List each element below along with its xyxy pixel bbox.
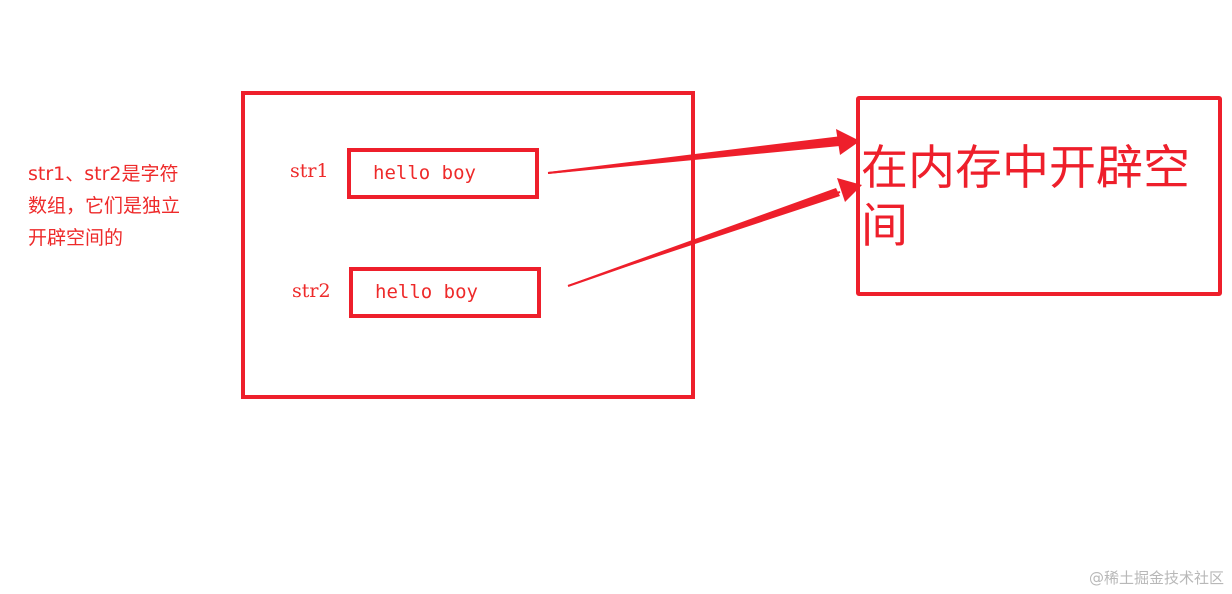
explanation-note-line-2: 数组，它们是独立 bbox=[28, 195, 181, 217]
stack-frame-box bbox=[241, 91, 695, 399]
variable-label-str1: str1 bbox=[290, 160, 329, 182]
explanation-note: str1、str2是字符 数组，它们是独立 开辟空间的 bbox=[28, 158, 228, 254]
variable-value-box-str1: hello boy bbox=[347, 148, 539, 199]
explanation-note-line-3: 开辟空间的 bbox=[28, 227, 124, 249]
variable-value-box-str2: hello boy bbox=[349, 267, 541, 318]
watermark: @稀土掘金技术社区 bbox=[1088, 569, 1224, 587]
memory-allocation-label: 在内存中开辟空间 bbox=[861, 141, 1190, 254]
explanation-note-line-1: str1、str2是字符 bbox=[28, 163, 179, 185]
variable-label-str2: str2 bbox=[292, 280, 331, 302]
